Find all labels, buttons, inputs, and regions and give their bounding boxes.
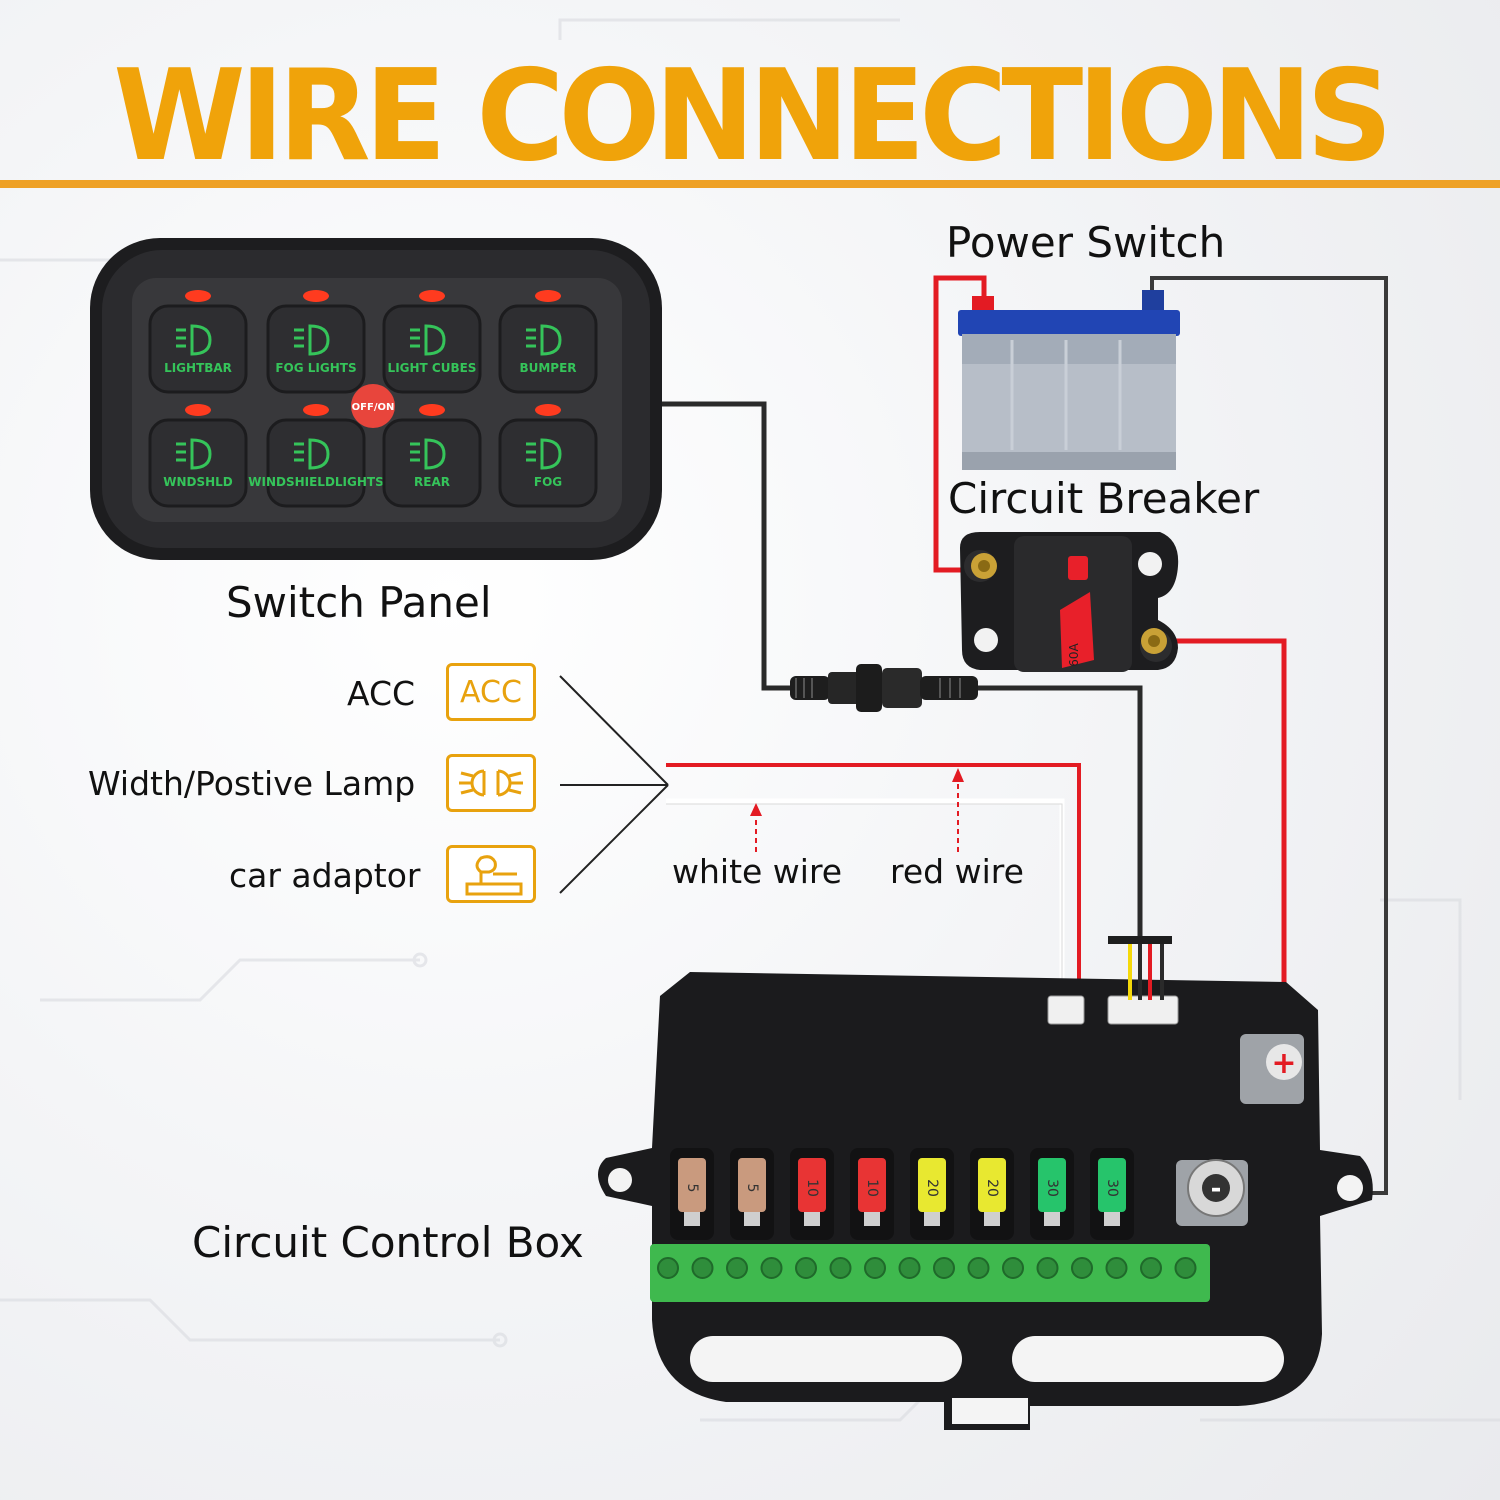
white-signal-wire [666, 798, 1065, 1000]
light-icon [176, 438, 212, 470]
fuse-5: 20 [910, 1148, 954, 1240]
light-icon [526, 324, 562, 356]
negative-terminal-label: - [1211, 1174, 1222, 1204]
light-icon [294, 438, 330, 470]
led-indicator [535, 290, 561, 302]
switch-button-windshieldlights[interactable]: WINDSHIELDLIGHTS [248, 404, 384, 508]
white-wire-arrow [750, 803, 762, 852]
terminal-screw [691, 1257, 714, 1279]
terminal-screw [1036, 1257, 1059, 1279]
terminal-screw [657, 1257, 679, 1279]
terminal-screw [1002, 1257, 1024, 1279]
terminal-screw [1071, 1257, 1093, 1279]
switch-button-label: WINDSHIELDLIGHTS [248, 475, 384, 489]
switch-button-label: FOG LIGHTS [275, 361, 356, 375]
switch-button-wndshld[interactable]: WNDSHLD [148, 404, 248, 508]
width-lamp-label: Width/Postive Lamp [88, 764, 416, 803]
acc-label: ACC [347, 674, 416, 713]
fuse-rating: 30 [1044, 1179, 1060, 1197]
fuse-rating: 5 [744, 1184, 760, 1193]
terminal-screw [1105, 1257, 1128, 1279]
fuse-rating: 10 [804, 1179, 820, 1197]
switch-button-label: BUMPER [519, 361, 576, 375]
switch-button-label: WNDSHLD [163, 475, 233, 489]
fuse-4: 10 [850, 1148, 894, 1240]
led-indicator [185, 404, 211, 416]
fuse-8: 30 [1090, 1148, 1134, 1240]
terminal-screw [864, 1257, 886, 1279]
terminal-screw [1140, 1257, 1162, 1279]
led-indicator [419, 290, 445, 302]
led-indicator [303, 404, 329, 416]
switch-button-fog-lights[interactable]: FOG LIGHTS [266, 290, 366, 394]
fuse-3: 10 [790, 1148, 834, 1240]
fuse-rating: 30 [1104, 1179, 1120, 1197]
input-fan-lines [559, 675, 669, 894]
light-icon [410, 324, 446, 356]
white-wire-label: white wire [672, 852, 843, 891]
fuse-rating: 20 [924, 1179, 940, 1197]
light-icon [176, 324, 212, 356]
switch-button-light-cubes[interactable]: LIGHT CUBES [382, 290, 482, 394]
fuse-6: 20 [970, 1148, 1014, 1240]
fuse-1: 5 [670, 1148, 714, 1240]
circuit-breaker: 60A [960, 532, 1179, 672]
car-adaptor-icon [446, 845, 536, 903]
off-on-label: OFF/ON [352, 402, 395, 413]
power-switch-label: Power Switch [946, 218, 1226, 267]
switch-button-lightbar[interactable]: LIGHTBAR [148, 290, 248, 394]
circuit-breaker-label: Circuit Breaker [948, 474, 1260, 523]
battery-positive-wire [933, 275, 987, 573]
page-title: WIRE CONNECTIONS [113, 43, 1393, 190]
switch-panel-label: Switch Panel [226, 578, 492, 627]
switch-button-rear[interactable]: REAR [382, 404, 482, 508]
switch-button-fog[interactable]: FOG [498, 404, 598, 508]
fuse-rating: 20 [984, 1179, 1000, 1197]
light-icon [526, 438, 562, 470]
cigarette-lighter-icon [465, 855, 523, 896]
terminal-screw [898, 1257, 921, 1279]
terminal-screw [795, 1257, 817, 1279]
light-icon [410, 438, 446, 470]
switch-button-label: LIGHTBAR [164, 361, 232, 375]
fuse-2: 5 [730, 1148, 774, 1240]
switch-button-bumper[interactable]: BUMPER [498, 290, 598, 394]
switch-button-label: FOG [534, 475, 562, 489]
acc-icon: ACC [446, 663, 536, 721]
terminal-screw [726, 1257, 748, 1279]
red-wire-arrow [952, 768, 964, 852]
fuse-7: 30 [1030, 1148, 1074, 1240]
switch-panel-cable [662, 401, 800, 691]
parking-lamp-icon [459, 769, 523, 797]
breaker-output-wire [1160, 638, 1287, 1062]
switch-button-label: LIGHT CUBES [388, 361, 477, 375]
positive-terminal-label: + [1271, 1046, 1296, 1081]
led-indicator [303, 290, 329, 302]
terminal-screw [1174, 1257, 1197, 1279]
car-adaptor-label: car adaptor [229, 856, 421, 895]
light-icon [294, 324, 330, 356]
battery [958, 290, 1180, 470]
fuse-rating: 10 [864, 1179, 880, 1197]
acc-icon-text: ACC [460, 674, 522, 710]
width-lamp-icon [446, 754, 536, 812]
terminal-screw [933, 1257, 955, 1279]
breaker-rating: 60A [1067, 642, 1081, 666]
fuse-rating: 5 [684, 1184, 700, 1193]
led-indicator [419, 404, 445, 416]
led-indicator [535, 404, 561, 416]
led-indicator [185, 290, 211, 302]
off-on-button: OFF/ON [351, 384, 395, 428]
switch-button-label: REAR [414, 475, 450, 489]
terminal-screw [967, 1257, 990, 1279]
red-wire-label: red wire [890, 852, 1024, 891]
cable-connector [790, 664, 978, 712]
control-cable-black [978, 685, 1143, 940]
terminal-screw [760, 1257, 783, 1279]
red-signal-wire [666, 763, 1081, 1000]
circuit-control-box-label: Circuit Control Box [192, 1218, 584, 1267]
title-underline [0, 180, 1500, 188]
terminal-screw [829, 1257, 852, 1279]
